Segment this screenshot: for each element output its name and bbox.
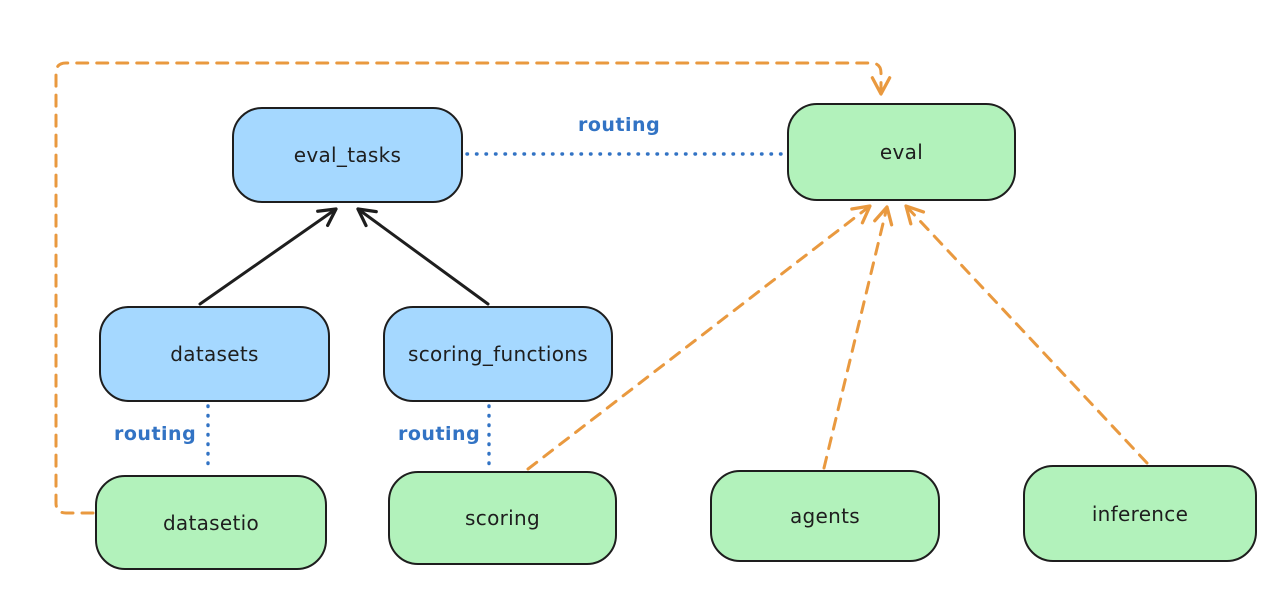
node-agents: agents bbox=[710, 470, 940, 562]
node-datasets-label: datasets bbox=[170, 342, 259, 366]
edge-label-routing-scoring-functions-scoring: routing bbox=[398, 423, 481, 445]
node-eval-tasks: eval_tasks bbox=[232, 107, 463, 203]
edge-label-routing-eval-tasks-eval: routing bbox=[578, 114, 661, 136]
node-scoring-functions-label: scoring_functions bbox=[407, 342, 589, 366]
node-scoring: scoring bbox=[388, 471, 617, 565]
node-eval-label: eval bbox=[879, 140, 924, 164]
node-datasetio: datasetio bbox=[95, 475, 327, 570]
node-scoring-functions: scoring_functions bbox=[383, 306, 613, 402]
edge-inference-to-eval-dashed bbox=[904, 204, 1149, 465]
edge-agents-to-eval-dashed bbox=[822, 205, 894, 470]
node-inference-label: inference bbox=[1091, 501, 1189, 526]
node-datasetio-label: datasetio bbox=[162, 510, 260, 535]
node-datasets: datasets bbox=[99, 306, 330, 402]
edge-datasetio-to-eval-dashed-loop bbox=[54, 61, 892, 515]
node-scoring-label: scoring bbox=[465, 506, 540, 530]
edge-label-routing-datasets-datasetio: routing bbox=[114, 423, 197, 445]
edge-scoring-to-eval-dashed bbox=[526, 204, 872, 471]
edge-scoring-functions-to-eval-tasks bbox=[356, 207, 490, 306]
node-agents-label: agents bbox=[790, 504, 860, 528]
edge-datasets-to-eval-tasks bbox=[198, 207, 338, 306]
node-inference: inference bbox=[1023, 465, 1257, 562]
node-eval: eval bbox=[787, 103, 1016, 201]
node-eval-tasks-label: eval_tasks bbox=[293, 143, 402, 167]
